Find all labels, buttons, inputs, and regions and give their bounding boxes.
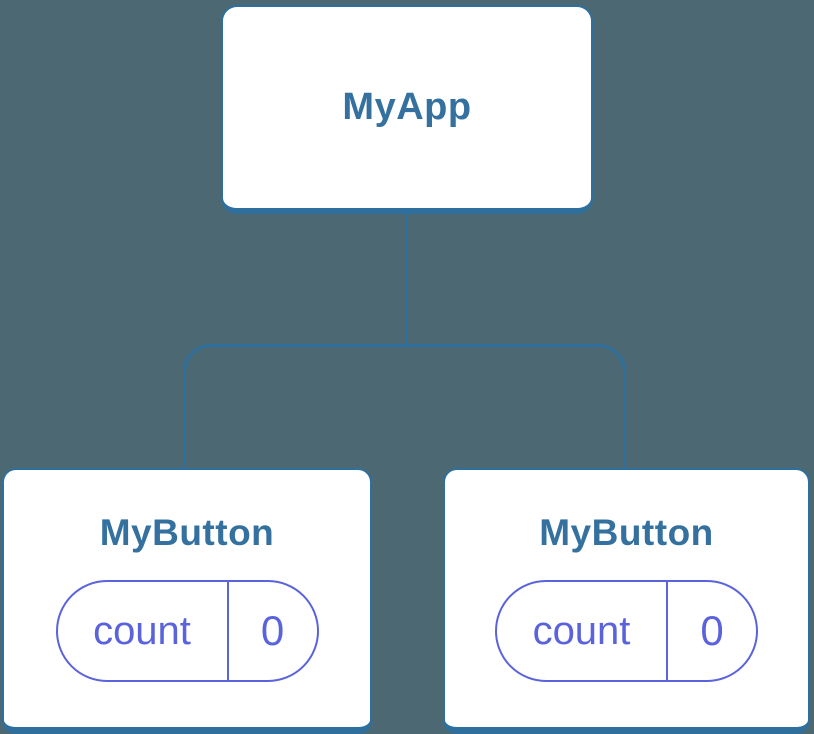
state-pill: count 0 — [495, 580, 758, 682]
root-component-label: MyApp — [342, 86, 472, 128]
connector-stem-line — [405, 214, 408, 346]
child-component-label: MyButton — [539, 512, 714, 553]
child-component-label: MyButton — [99, 512, 275, 553]
connector-branch-bracket — [183, 344, 626, 468]
state-key-label: count — [532, 608, 631, 653]
child-component-box-left: MyButton count 0 — [2, 468, 372, 734]
child-component-box-right: MyButton count 0 — [443, 468, 810, 734]
state-value-label: 0 — [226, 582, 317, 680]
state-pill: count 0 — [55, 580, 319, 682]
root-component-box: MyApp — [221, 5, 593, 214]
state-key-label: count — [93, 608, 191, 653]
state-value-label: 0 — [666, 582, 756, 680]
